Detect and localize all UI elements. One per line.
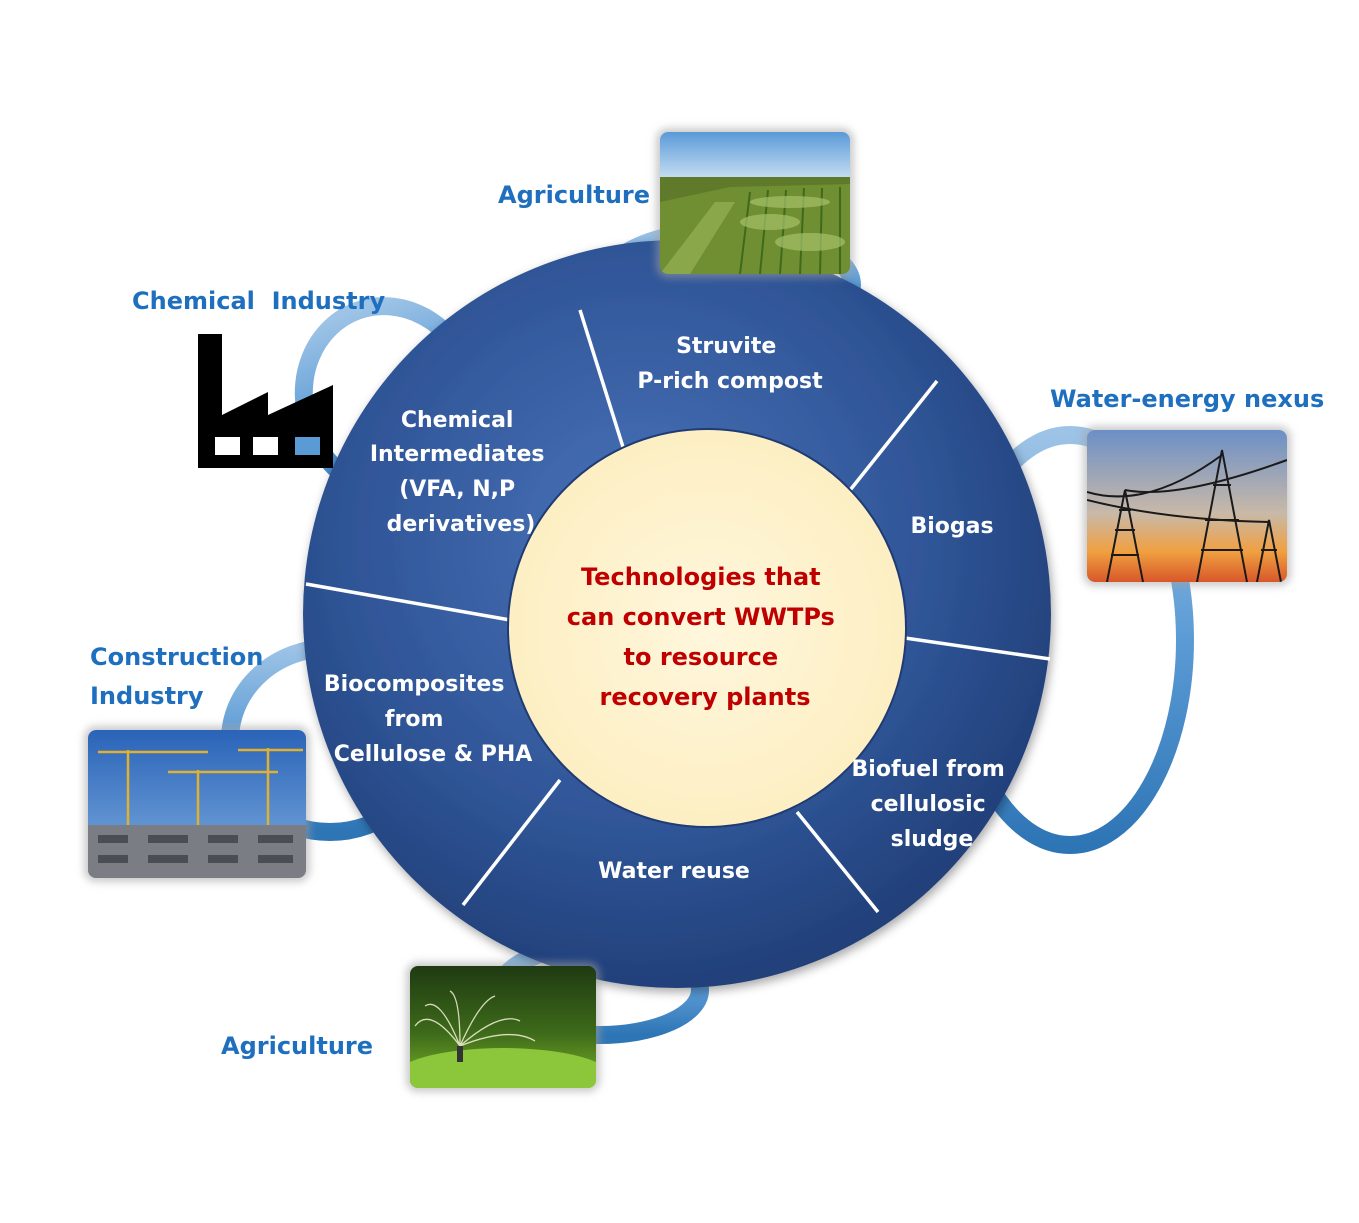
segment-label-line: sludge [891,827,974,852]
segment-label-line: Cellulose & PHA [334,742,533,767]
center-title-line: to resource [624,643,779,671]
segment-label-line: Struvite [676,334,776,359]
segment-label-line: Biogas [910,514,993,539]
outer-construction-label: Construction Industry [90,643,272,710]
segment-label-line: Intermediates [370,442,545,467]
segment-label-line: (VFA, N,P [399,477,515,502]
segment-biocomposites-label: Biocomposites from Cellulose & PHA [324,672,532,767]
segment-label-line: from [385,707,443,732]
center-title-line: Technologies that [581,563,821,591]
center-title-line: recovery plants [599,683,810,711]
segment-water-reuse-label: Water reuse [598,859,750,884]
segment-struvite-label: Struvite P-rich compost [637,334,823,394]
segment-label-line: Chemical [401,408,514,433]
segment-label-line: P-rich compost [637,369,823,394]
segment-label-line: cellulosic [871,792,986,817]
cornfield-photo [660,132,850,274]
outer-label-line: Chemical Industry [132,287,385,315]
segment-label-line: derivatives) [387,512,536,537]
outer-water-energy-label: Water-energy nexus [1050,385,1324,413]
outer-label-line: Agriculture [498,181,650,209]
segment-dividers [305,309,1051,914]
outer-agriculture-bottom-label: Agriculture [221,1032,373,1060]
power-lines-photo [1087,430,1287,582]
outer-label-line: Industry [90,682,204,710]
segment-label-line: Biofuel from [852,757,1005,782]
segment-label-line: Water reuse [598,859,750,884]
outer-label-line: Water-energy nexus [1050,385,1324,413]
center-title: Technologies that can convert WWTPs to r… [567,563,843,711]
segment-label-line: Biocomposites [324,672,505,697]
sprinkler-photo [410,966,596,1088]
outer-label-line: Agriculture [221,1032,373,1060]
factory-icon [198,334,333,468]
center-title-line: can convert WWTPs [567,603,835,631]
segment-chemical-intermediates-label: Chemical Intermediates (VFA, N,P derivat… [370,408,552,537]
construction-cranes-photo [88,730,306,878]
outer-chemical-industry-label: Chemical Industry [0,0,410,315]
segment-biogas-label: Biogas [910,514,993,539]
outer-agriculture-top-label: Agriculture [498,181,650,209]
outer-label-line: Construction [90,643,263,671]
center-circle [507,428,907,828]
segment-biofuel-label: Biofuel from cellulosic sludge [852,757,1013,852]
